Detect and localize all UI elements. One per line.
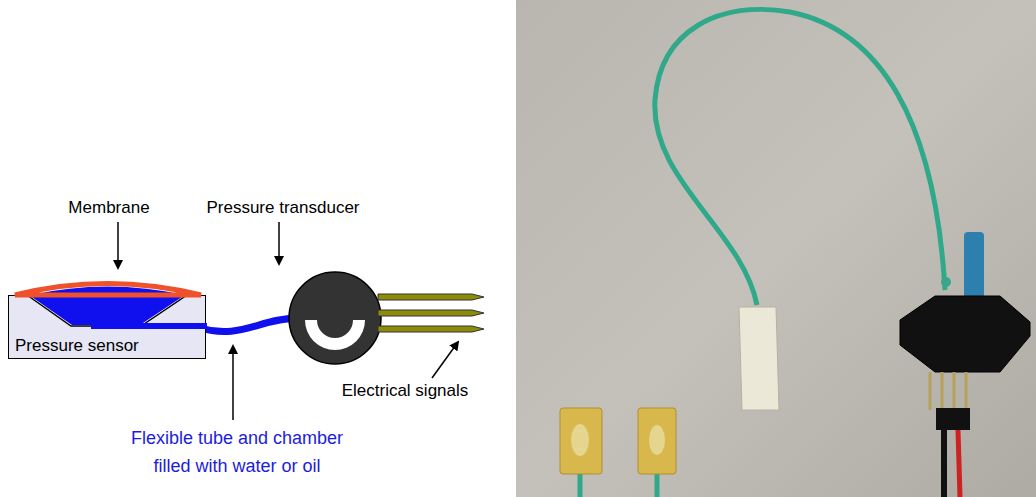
part-label: Pressure transducer xyxy=(206,198,359,218)
chamber-drawing xyxy=(9,296,207,336)
part-label: Electrical signals xyxy=(342,381,469,401)
transducer-body xyxy=(289,272,381,364)
pins xyxy=(378,294,484,332)
callout-note: Flexible tube and chamber filled with wa… xyxy=(119,424,355,480)
leader-arrow xyxy=(432,342,458,378)
leader-arrow xyxy=(278,222,280,264)
sensor-box: Pressure sensor xyxy=(8,295,206,359)
node-label: Pressure sensor xyxy=(15,336,139,356)
tube xyxy=(200,318,300,332)
leader-arrow xyxy=(117,222,119,268)
photo xyxy=(516,0,1036,497)
leader-arrow xyxy=(232,346,234,420)
transducer-cup xyxy=(305,320,365,350)
part-label: Membrane xyxy=(68,198,149,218)
